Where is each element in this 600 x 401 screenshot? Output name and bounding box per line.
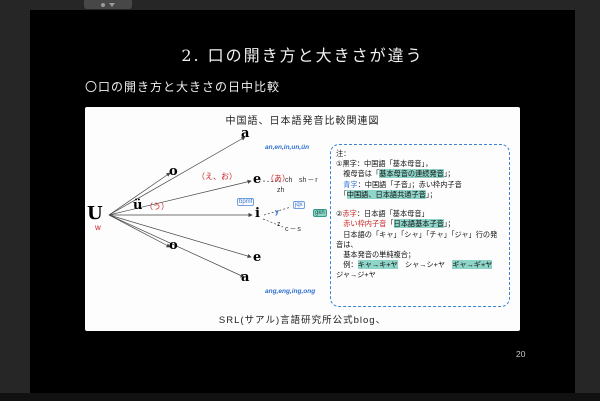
note-line: 基本発音の単純複合； — [336, 250, 504, 260]
note-box: 注：①黒字：中国語「基本母音」， 複母音は「基本母音の連続発音」； 青字：中国語… — [330, 144, 510, 307]
note-line: ②赤字：日本語「基本母音」 — [336, 209, 504, 219]
diagram-label: z — [277, 221, 281, 228]
note-line: 複母音は「基本母音の連続発音」； — [336, 169, 504, 179]
diagram-label: sh ─ r — [299, 177, 318, 184]
slide: 2. 口の開き方と大きさが違う 〇口の開き方と大きさの日中比較 中国語、日本語発… — [30, 10, 575, 393]
diagram-label: c ─ s — [285, 226, 301, 233]
diagram-label: ü — [133, 198, 143, 213]
note-line: 赤い枠内子音「日本語基本子音」； — [336, 219, 504, 229]
note-text: 」； — [443, 219, 455, 229]
note-line: 注： — [336, 149, 504, 159]
diagram-label: bpmf — [237, 198, 255, 206]
chevron-down-icon — [109, 2, 115, 7]
diagram-label: e — [253, 250, 262, 265]
diagram-label: ch — [285, 177, 293, 184]
note-text: 青字 — [343, 179, 358, 189]
toolbar-fragment[interactable] — [84, 0, 132, 9]
diagram-label: o — [169, 164, 178, 179]
record-dot-icon — [101, 2, 105, 7]
panel-title: 中国語、日本語発音比較関連図 — [225, 116, 380, 127]
note-text: キャ→キ+ヤ — [357, 260, 398, 270]
diagram-label: w — [95, 223, 101, 232]
diagram-label: （え、お） — [197, 172, 237, 181]
note-line: 「中国語、日本語共通子音」； — [336, 189, 504, 200]
diagram-label: jqx — [293, 201, 305, 209]
note-text: 」； — [425, 189, 437, 199]
diagram-label: zh — [277, 187, 285, 194]
diagram-label: gkh — [313, 209, 327, 217]
note-text: 赤い枠内子音 — [343, 219, 387, 229]
diagram-label: ang,eng,ing,ong — [265, 288, 316, 295]
note-text: 例： — [336, 260, 358, 270]
vowel-diagram: a an,en,in,un,ün o （え、お） e （あ）ch sh ─ r zh bpmf j… — [85, 125, 335, 317]
note-text: 複母音は「 — [336, 169, 380, 179]
note-text: ② — [336, 209, 343, 219]
note-line — [336, 200, 504, 209]
note-text: シャ→シ+ヤ — [397, 260, 453, 270]
page-number: 20 — [516, 349, 526, 359]
note-line: 例：キャ→キ+ヤ シャ→シ+ヤ ギャ→ギ+ヤ ジャ→ジ+ヤ — [336, 260, 504, 280]
note-text: 「 — [386, 219, 394, 229]
panel-footer: SRL(サアル)言語研究所公式blog、 — [218, 315, 387, 326]
bottom-strip — [0, 393, 600, 401]
note-text: 基本母音の連続発音 — [379, 169, 444, 179]
note-text: 「 — [336, 189, 347, 199]
note-text: 基本発音の単純複合； — [336, 249, 416, 259]
note-text: 注： — [336, 149, 351, 158]
slide-subtitle: 〇口の開き方と大きさの日中比較 — [85, 80, 281, 94]
diagram-label: an,en,in,un,ün — [265, 144, 310, 151]
diagram-label: i — [255, 206, 260, 221]
diagram-label: U — [87, 203, 103, 224]
note-text: 日本語基本子音 — [393, 219, 444, 229]
note-line: 青字：中国語「子音」；赤い枠内子音 — [336, 180, 504, 190]
note-text: ：日本語「基本母音」 — [356, 209, 429, 219]
note-line: ①黒字：中国語「基本母音」， — [336, 159, 504, 169]
diagram-lines — [108, 136, 292, 278]
note-text: 日本語の「キャ」「シャ」「チャ」「ジャ」行の発音は、 — [336, 229, 498, 249]
diagram-label: （う） — [145, 202, 169, 211]
note-text: ：中国語「子音」；赤い枠内子音 — [357, 179, 462, 189]
diagram-label: o — [169, 238, 178, 253]
note-text: ギャ→ギ+ヤ — [452, 260, 493, 270]
note-text: ジャ→ジ+ヤ — [336, 260, 500, 280]
note-line: 日本語の「キャ」「シャ」「チャ」「ジャ」行の発音は、 — [336, 230, 504, 250]
diagram-label: （あ） — [266, 174, 290, 183]
note-text: ①黒字：中国語「基本母音」， — [336, 159, 433, 169]
slide-title: 2. 口の開き方と大きさが違う — [181, 46, 424, 65]
note-text: 」； — [443, 169, 455, 179]
diagram-panel: 中国語、日本語発音比較関連図 a an,en,in,un,ün o （え、お） e （あ）… — [85, 107, 520, 331]
note-text: 赤字 — [342, 209, 357, 219]
note-text: 中国語、日本語共通子音 — [346, 189, 426, 199]
diagram-label: e — [253, 172, 262, 187]
diagram-label: y — [275, 209, 279, 216]
diagram-label: a — [241, 270, 250, 285]
diagram-label: a — [241, 126, 250, 141]
